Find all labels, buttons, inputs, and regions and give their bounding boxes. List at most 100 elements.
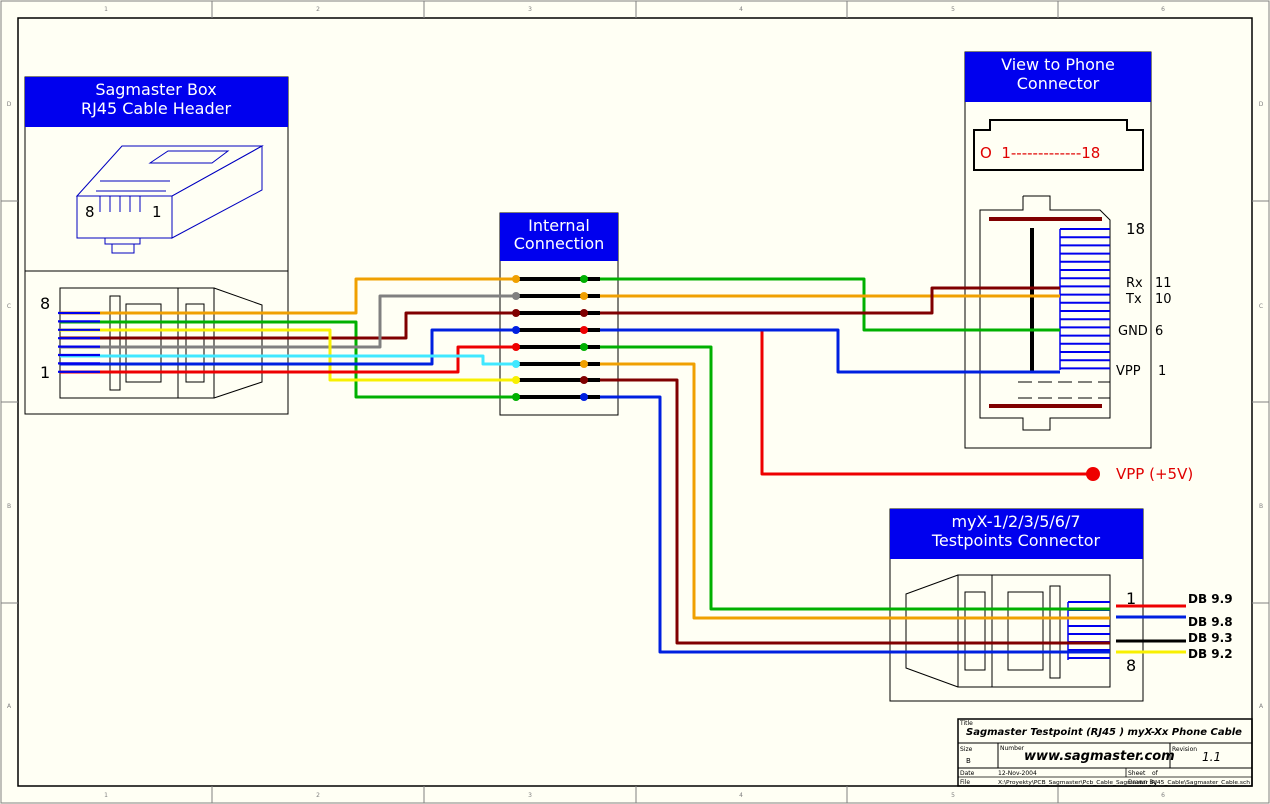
wire-red [60,345,516,374]
zone-row-label-left: C [7,303,11,310]
wire-gray [60,294,533,349]
tb-of-label: of [1152,770,1159,777]
phone-title-bar [965,52,1151,102]
bridge-dot-left [512,309,520,317]
tb-drawn-label: Drawn By [1128,779,1157,786]
zone-row-label-left: B [7,503,11,510]
tb-date-label: Date [960,770,975,777]
wire-green [60,320,533,399]
wire-green [583,345,1110,611]
db9-label-2: DB 9.2 [1188,647,1233,661]
phone-connector-box: View to Phone Connector O 1-------------… [964,51,1152,449]
wire-blue [600,395,1110,654]
bridge-dot-right [580,309,588,317]
zone-col-label-top: 6 [1161,6,1165,13]
bridge-dot-left [512,360,520,368]
bridge-dot-left [512,275,520,283]
bridge-dot-left [512,326,520,334]
wire-harness [58,277,1110,654]
zone-row-label-right: B [1259,503,1263,510]
testpoints-pin-1: 1 [1126,589,1136,608]
zone-col-label-bottom: 6 [1161,792,1165,799]
tb-size-label: Size [960,746,973,753]
bridge-dot-right [580,326,588,334]
tb-date: 12-Nov-2004 [998,770,1037,777]
tb-number-label: Number [1000,745,1025,752]
phone-rx-num: 11 [1155,276,1172,291]
tb-title-label: Title [959,720,973,727]
zone-col-label-top: 1 [104,6,108,13]
vpp-node-label: VPP (+5V) [1116,465,1193,483]
tb-file-label: File [960,779,970,786]
zone-col-label-bottom: 5 [951,792,955,799]
tb-revision-label: Revision [1172,746,1197,753]
wire-orange [600,362,1110,620]
tb-size: B [966,757,971,765]
internal-title-bar [500,213,618,261]
bridge-dot-right [580,393,588,401]
testpoints-pin-8: 8 [1126,656,1136,675]
phone-tx-label: Tx [1125,292,1142,307]
phone-vpp-num: 1 [1158,364,1166,379]
zone-row-label-right: C [1259,303,1263,310]
db9-label-3: DB 9.3 [1188,631,1233,645]
phone-pin-18-label: 18 [1126,220,1145,238]
bridge-dot-left [512,376,520,384]
tb-title: Sagmaster Testpoint (RJ45 ) myX-Xx Phone… [966,727,1242,738]
phone-rx-label: Rx [1126,276,1143,291]
phone-vpp-label: VPP [1116,364,1141,379]
phone-gnd-label: GND [1118,324,1148,339]
zone-col-label-top: 5 [951,6,955,13]
rj45-socket-pin-8: 8 [40,294,50,313]
zone-col-label-top: 3 [528,6,532,13]
wire-blue [60,328,533,366]
zone-col-label-bottom: 2 [316,792,320,799]
internal-connection-box: Internal Connection [499,212,619,416]
bridge-dot-right [580,343,588,351]
phone-face-pins: O 1-------------18 [980,144,1100,162]
phone-tx-num: 10 [1155,292,1172,307]
db9-label-8: DB 9.8 [1188,615,1233,629]
phone-title-line1: View to Phone [1001,55,1115,74]
rj45-plug-drawing [75,145,264,254]
rj45-socket-pin-1: 1 [40,363,50,382]
tb-sheet-label: Sheet [1128,770,1146,777]
zone-row-label-left: A [7,703,12,710]
db9-label-9: DB 9.9 [1188,592,1233,606]
testpoints-title-bar [890,509,1143,559]
bridge-dot-right [580,376,588,384]
wire-cyan [60,354,533,366]
rj45-header-title-line2: RJ45 Cable Header [81,99,231,118]
internal-title-line2: Connection [514,234,605,253]
zone-col-label-bottom: 3 [528,792,532,799]
tb-number: www.sagmaster.com [1024,749,1175,764]
bridge-dot-left [512,393,520,401]
bridge-dot-right [580,292,588,300]
testpoints-title-line2: Testpoints Connector [931,531,1101,550]
zone-row-label-right: A [1259,703,1264,710]
phone-pin-stack [1059,228,1110,370]
rj45-header-title-line1: Sagmaster Box [95,80,216,99]
wire-maroon [583,378,1110,645]
internal-title-line1: Internal [528,216,590,235]
phone-connector-side [979,195,1111,431]
internal-bridges [512,275,600,401]
vpp-node-dot [1086,467,1100,481]
testpoints-socket-drawing [905,574,1111,688]
wire-maroon [60,311,516,340]
tb-file: X:\Proyekty\PCB_Sagmaster\Pcb_Cable_Sagm… [998,780,1250,786]
zone-col-label-bottom: 4 [739,792,743,799]
rj45-header-box: Sagmaster Box RJ45 Cable Header 8 1 [24,76,289,415]
wire-orange [60,277,516,315]
bridge-dot-left [512,292,520,300]
rj45-plug-pin-8: 8 [85,203,95,221]
phone-title-line2: Connector [1017,74,1100,93]
zone-row-label-right: D [1259,101,1264,108]
phone-gnd-num: 6 [1155,324,1163,339]
testpoints-connector-box: myX-1/2/3/5/6/7 Testpoints Connector [889,508,1144,702]
wire-blue [583,328,1060,374]
wire-maroon [583,286,1060,315]
wire-green [583,277,1060,332]
